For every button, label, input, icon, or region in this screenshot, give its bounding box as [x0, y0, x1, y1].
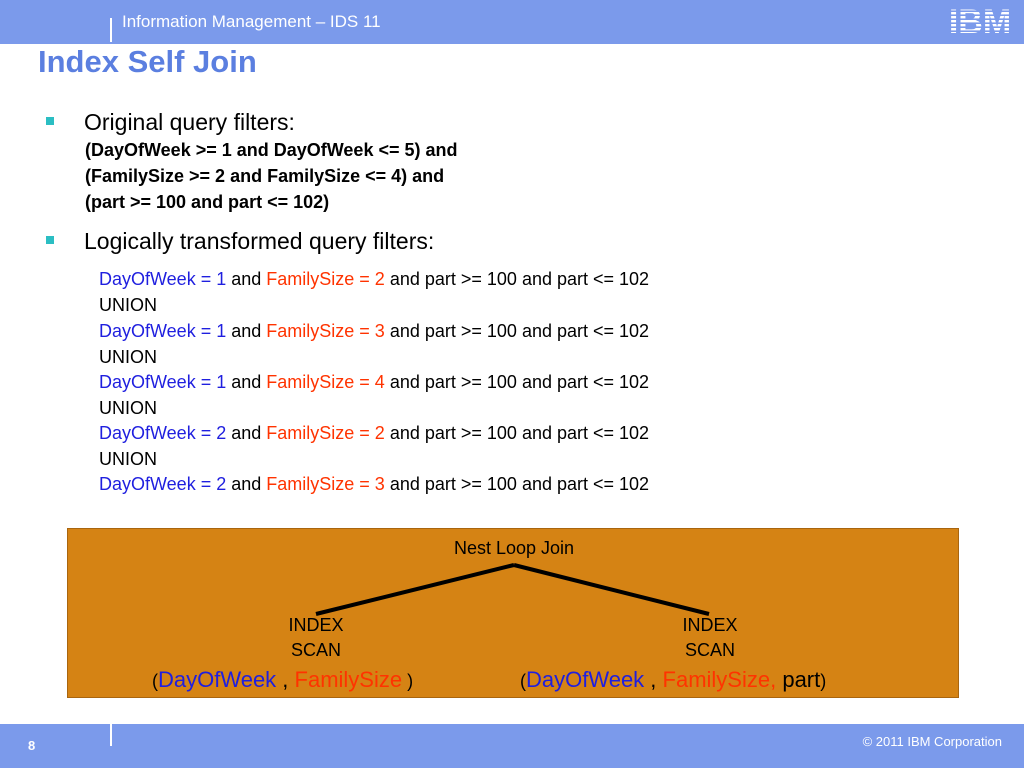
- join-tree-lines: [315, 563, 710, 616]
- left-branch-line: [315, 563, 515, 616]
- union-keyword: UNION: [99, 449, 157, 469]
- part-filter: and part >= 100 and part <= 102: [384, 474, 650, 494]
- nest-loop-join-label: Nest Loop Join: [453, 538, 575, 558]
- key-part: part: [776, 667, 821, 692]
- left-index-keys: (DayOfWeek , FamilySize ): [152, 667, 413, 693]
- transformed-filter-row: DayOfWeek = 2 and FamilySize = 3 and par…: [99, 474, 649, 495]
- dayofweek-filter: DayOfWeek = 2: [99, 474, 227, 494]
- familysize-filter: FamilySize = 2: [266, 269, 385, 289]
- page-number: 8: [28, 738, 36, 753]
- header-divider: [110, 18, 112, 42]
- and-keyword: and: [226, 474, 267, 494]
- transformed-filter-row: DayOfWeek = 1 and FamilySize = 2 and par…: [99, 269, 649, 290]
- right-branch-line: [513, 563, 710, 616]
- part-filter: and part >= 100 and part <= 102: [384, 321, 650, 341]
- transformed-filter-row: DayOfWeek = 1 and FamilySize = 3 and par…: [99, 321, 649, 342]
- close-paren: ): [820, 671, 827, 691]
- right-index-keys: (DayOfWeek , FamilySize, part): [520, 667, 826, 693]
- bullet-marker: [46, 117, 54, 125]
- separator: ,: [644, 667, 663, 692]
- familysize-filter: FamilySize = 4: [266, 372, 385, 392]
- transformed-filter-row: DayOfWeek = 2 and FamilySize = 2 and par…: [99, 423, 649, 444]
- dayofweek-filter: DayOfWeek = 1: [99, 321, 227, 341]
- open-paren: (: [152, 671, 158, 691]
- header-title: Information Management – IDS 11: [122, 12, 381, 31]
- key-dayofweek: DayOfWeek: [158, 667, 277, 692]
- key-familysize: FamilySize,: [662, 667, 777, 692]
- separator: ,: [276, 667, 295, 692]
- header-bar: [0, 0, 1024, 44]
- footer-divider: [110, 724, 112, 746]
- slide-title: Index Self Join: [38, 44, 257, 79]
- and-keyword: and: [226, 372, 267, 392]
- filter-line: (part >= 100 and part <= 102): [85, 192, 330, 212]
- key-familysize: FamilySize: [294, 667, 403, 692]
- dayofweek-filter: DayOfWeek = 1: [99, 269, 227, 289]
- scan-label: SCAN: [290, 640, 341, 660]
- bullet-text: Logically transformed query filters:: [84, 228, 435, 254]
- filter-line: (FamilySize >= 2 and FamilySize <= 4) an…: [85, 166, 445, 186]
- transformed-filter-row: DayOfWeek = 1 and FamilySize = 4 and par…: [99, 372, 649, 393]
- union-keyword: UNION: [99, 295, 157, 315]
- dayofweek-filter: DayOfWeek = 1: [99, 372, 227, 392]
- dayofweek-filter: DayOfWeek = 2: [99, 423, 227, 443]
- part-filter: and part >= 100 and part <= 102: [384, 269, 650, 289]
- familysize-filter: FamilySize = 3: [266, 321, 385, 341]
- part-filter: and part >= 100 and part <= 102: [384, 423, 650, 443]
- filter-line: (DayOfWeek >= 1 and DayOfWeek <= 5) and: [85, 140, 458, 160]
- union-keyword: UNION: [99, 398, 157, 418]
- union-keyword: UNION: [99, 347, 157, 367]
- index-label: INDEX: [682, 615, 738, 635]
- open-paren: (: [520, 671, 526, 691]
- familysize-filter: FamilySize = 2: [266, 423, 385, 443]
- index-label: INDEX: [288, 615, 344, 635]
- join-diagram: Nest Loop Join INDEX SCAN (DayOfWeek , F…: [67, 528, 959, 698]
- key-dayofweek: DayOfWeek: [526, 667, 645, 692]
- bullet-text: Original query filters:: [84, 109, 295, 135]
- bullet-marker: [46, 236, 54, 244]
- part-filter: and part >= 100 and part <= 102: [384, 372, 650, 392]
- scan-label: SCAN: [684, 640, 735, 660]
- copyright-text: © 2011 IBM Corporation: [862, 734, 1002, 749]
- and-keyword: and: [226, 321, 267, 341]
- ibm-logo-icon: IBM: [944, 3, 1016, 37]
- footer-bar: [0, 724, 1024, 768]
- familysize-filter: FamilySize = 3: [266, 474, 385, 494]
- close-paren: ): [402, 671, 414, 691]
- and-keyword: and: [226, 423, 267, 443]
- and-keyword: and: [226, 269, 267, 289]
